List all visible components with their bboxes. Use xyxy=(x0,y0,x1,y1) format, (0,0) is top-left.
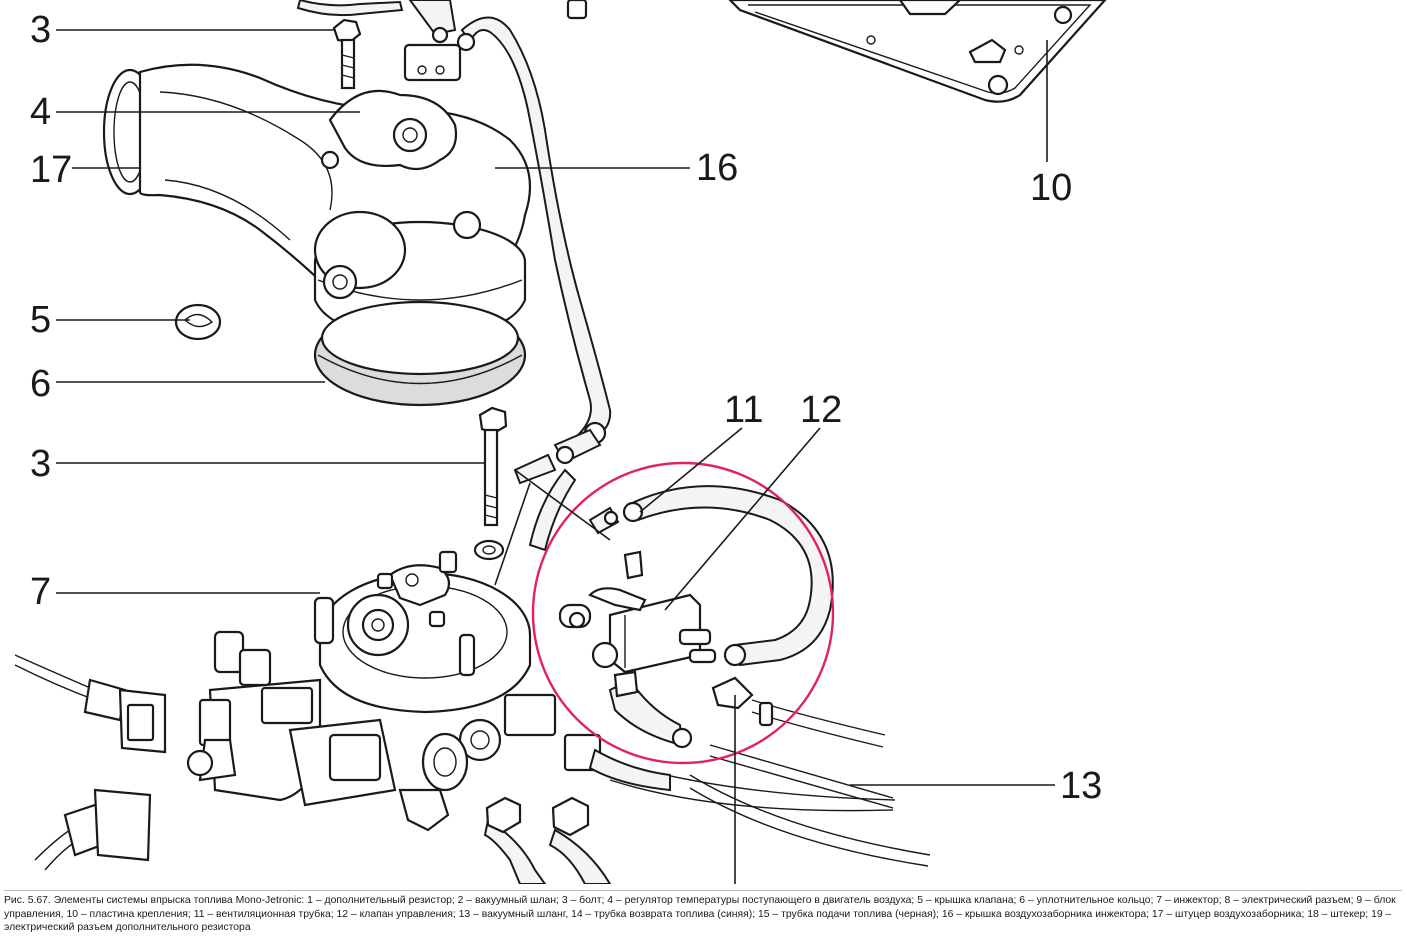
callout-10: 10 xyxy=(1030,167,1072,209)
callout-3-top: 3 xyxy=(30,9,51,51)
fuel-lines xyxy=(483,733,931,884)
callout-12: 12 xyxy=(800,389,842,431)
control-valve xyxy=(558,550,717,749)
leader-lines xyxy=(56,29,1055,884)
vent-hose-lower xyxy=(513,428,620,552)
callout-13: 13 xyxy=(1060,765,1102,807)
mounting-plate xyxy=(728,0,1107,103)
throttle-body-injector xyxy=(186,550,557,832)
exploded-parts-diagram: 3 4 17 5 6 3 7 16 10 11 12 13 xyxy=(14,0,1107,884)
sealing-ring xyxy=(313,300,527,407)
callout-11: 11 xyxy=(724,389,763,431)
callout-5: 5 xyxy=(30,299,51,341)
callout-6: 6 xyxy=(30,363,51,405)
callout-17: 17 xyxy=(30,149,72,191)
callout-16: 16 xyxy=(696,147,738,189)
highlight-circle xyxy=(531,461,835,765)
callout-3-lower: 3 xyxy=(30,443,51,485)
vacuum-hose-connector xyxy=(711,676,886,748)
callout-7: 7 xyxy=(30,571,51,613)
air-intake-assembly xyxy=(102,43,532,342)
electrical-connectors xyxy=(14,654,167,871)
top-hoses xyxy=(296,0,612,445)
figure-caption: Рис. 5.67. Элементы системы впрыска топл… xyxy=(4,890,1402,942)
bolt-top xyxy=(332,18,362,90)
callout-4: 4 xyxy=(30,91,51,133)
bolt-lower xyxy=(473,406,508,561)
callout-labels: 3 4 17 5 6 3 7 16 10 11 12 13 xyxy=(30,9,1102,807)
valve-cap xyxy=(174,303,222,341)
